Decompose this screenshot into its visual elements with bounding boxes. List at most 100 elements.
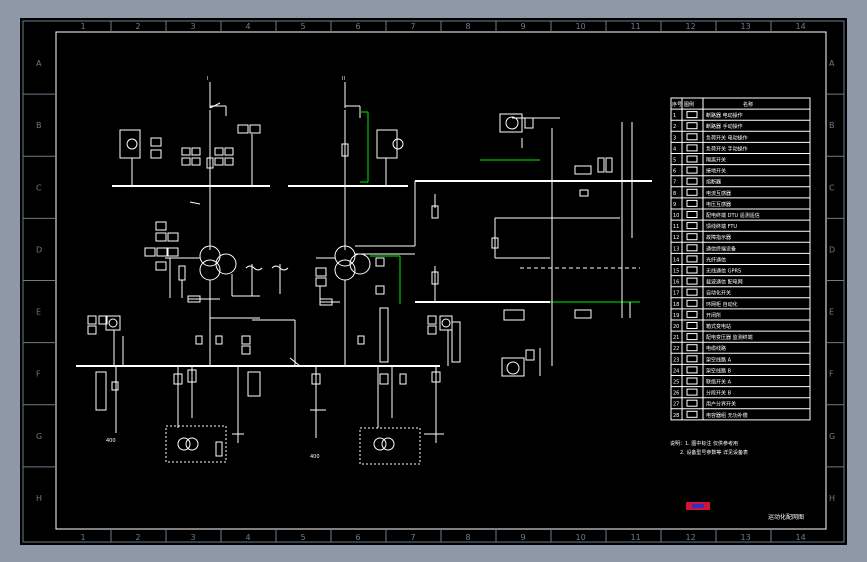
legend-row-name: 环网柜 自动化 — [706, 301, 738, 308]
column-number: 1 — [81, 533, 86, 542]
legend-row-number: 4 — [673, 146, 676, 152]
note-line-2: 2. 设备型号参数等 详见设备表 — [680, 449, 748, 456]
row-letter: A — [36, 59, 42, 68]
column-number: 8 — [466, 533, 471, 542]
legend-symbol-icon — [686, 355, 698, 363]
legend-row-number: 25 — [673, 380, 679, 386]
row-letter: E — [829, 308, 834, 317]
column-number: 14 — [796, 533, 806, 542]
distribution-lines — [414, 113, 652, 377]
legend-symbol-icon — [686, 344, 698, 352]
row-letter: F — [829, 370, 834, 379]
note-line-1: 说明：1. 图中标注 仅供参考用 — [670, 440, 738, 447]
row-letter: H — [36, 494, 42, 503]
column-number: 5 — [301, 22, 306, 31]
legend-row-name: 隔离开关 — [706, 157, 726, 164]
column-number: 10 — [576, 533, 586, 542]
svg-text:400: 400 — [106, 438, 116, 444]
legend-row-name: 开闭所 — [706, 312, 721, 319]
column-number: 12 — [686, 22, 696, 31]
legend-row-number: 18 — [673, 302, 679, 308]
legend-symbol-icon — [686, 410, 698, 418]
column-number: 9 — [521, 22, 526, 31]
legend-row-name: 故障指示器 — [706, 234, 731, 241]
column-number: 5 — [301, 533, 306, 542]
legend-row-name: 电缆线路 — [706, 345, 726, 352]
substation-middle: II — [252, 76, 461, 465]
row-letter: B — [36, 121, 42, 130]
legend-header: 序号 — [672, 101, 682, 108]
column-number: 14 — [796, 22, 806, 31]
row-letter: C — [36, 183, 42, 192]
box-substation-left — [165, 425, 227, 463]
legend-row-number: 17 — [673, 291, 679, 297]
column-number: 13 — [741, 533, 751, 542]
legend-row-name: 接地开关 — [706, 168, 726, 175]
legend-symbol-icon — [686, 122, 698, 130]
legend-symbol-icon — [686, 155, 698, 163]
legend-symbol-icon — [686, 266, 698, 274]
row-letter: D — [36, 245, 42, 254]
legend-header: 图例 — [684, 101, 694, 108]
legend-header: 名称 — [743, 101, 753, 108]
legend-row-number: 2 — [673, 124, 676, 130]
column-number: 9 — [521, 533, 526, 542]
legend-row-name: 电流互感器 — [706, 190, 731, 197]
legend-row-name: 架空线路 B — [706, 367, 732, 374]
column-number: 1 — [81, 22, 86, 31]
legend-row-name: 电容器组 无功补偿 — [706, 412, 748, 419]
bus2-top-label: II — [342, 76, 345, 82]
legend-row-name: 断路器 电动操作 — [706, 112, 743, 119]
legend-row-number: 6 — [673, 169, 676, 175]
legend-row-name: 馈线终端 FTU — [706, 223, 737, 230]
legend-symbol-icon — [686, 199, 698, 207]
legend-row-name: 自动化开关 — [706, 290, 731, 297]
legend-row-number: 23 — [673, 357, 679, 363]
row-letter: G — [829, 432, 835, 441]
row-letter: C — [829, 183, 835, 192]
column-number: 7 — [411, 533, 416, 542]
substation-left: I — [76, 76, 289, 463]
legend-symbol-icon — [686, 388, 698, 396]
legend-row-number: 12 — [673, 235, 679, 241]
legend-row-name: 配电变压器 监测终端 — [706, 334, 753, 341]
legend-row-name: 负荷开关 手动操作 — [706, 145, 748, 152]
legend-row-name: 通信终端设备 — [706, 245, 736, 252]
legend-row-name: 无线通信 GPRS — [706, 268, 741, 275]
legend-row-name: 配电终端 DTU 遥测遥信 — [706, 212, 760, 219]
legend-row-number: 13 — [673, 246, 679, 252]
row-letter: H — [829, 494, 835, 503]
legend-row-name: 负荷开关 电动操作 — [706, 134, 748, 141]
bus1-top-label: I — [207, 76, 208, 82]
legend-symbol-icon — [686, 299, 698, 307]
legend-symbol-icon — [686, 377, 698, 385]
svg-text:400: 400 — [310, 454, 320, 460]
legend-row-number: 3 — [673, 135, 676, 141]
legend-symbol-icon — [686, 144, 698, 152]
legend-symbol-icon — [686, 177, 698, 185]
legend-row-name: 联络开关 A — [706, 379, 732, 386]
column-number: 13 — [741, 22, 751, 31]
legend-row-name: 光纤通信 — [706, 256, 726, 263]
outer-border — [22, 20, 845, 543]
legend-row-number: 26 — [673, 391, 679, 397]
legend-row-number: 5 — [673, 158, 676, 164]
column-number: 4 — [246, 533, 251, 542]
box-substation-middle — [359, 427, 421, 465]
legend-row-name: 断路器 手动操作 — [706, 123, 743, 130]
column-number: 3 — [191, 533, 196, 542]
legend-symbol-icon — [686, 222, 698, 230]
legend-symbol-icon — [686, 277, 698, 285]
column-number: 2 — [136, 533, 141, 542]
column-number: 2 — [136, 22, 141, 31]
column-number: 7 — [411, 22, 416, 31]
legend-row-name: 分段开关 B — [706, 390, 732, 397]
legend-row-number: 7 — [673, 180, 676, 186]
legend-symbol-icon — [686, 111, 698, 119]
column-number: 12 — [686, 533, 696, 542]
legend-row-number: 28 — [673, 413, 679, 419]
